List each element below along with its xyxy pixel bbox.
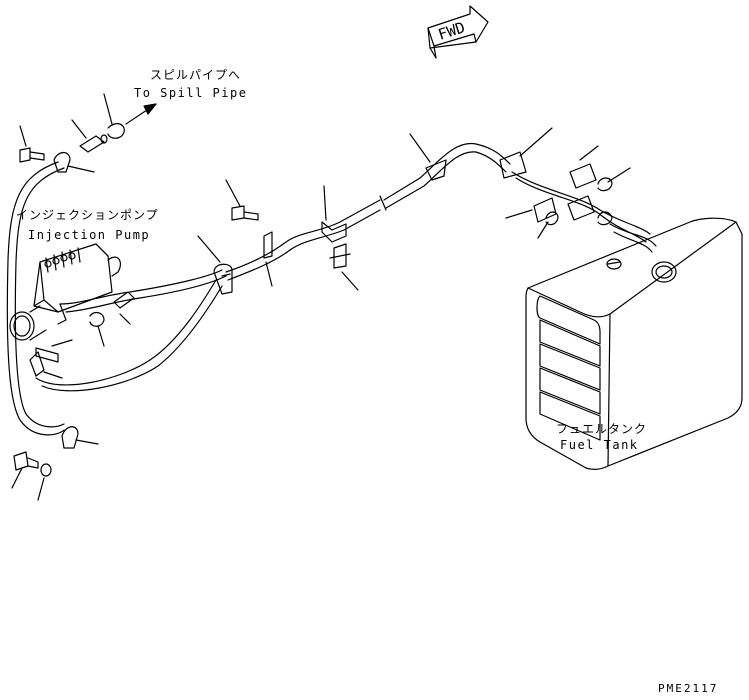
spill-direction-arrow-icon	[125, 103, 157, 125]
injection-pump-body	[9, 243, 135, 379]
fwd-arrow-icon	[427, 5, 489, 59]
drawing-number: PME2117	[658, 682, 719, 695]
upper-left-hose-parts	[19, 93, 125, 173]
feed-pipe	[35, 269, 227, 392]
tank-hose-parts	[499, 127, 657, 253]
spill-pipe-label-en: To Spill Pipe	[134, 86, 248, 100]
center-bracket	[197, 179, 273, 295]
fuel-tank	[525, 217, 743, 470]
fuel-tank-label-jp: フュエルタンク	[556, 422, 648, 436]
main-pipe	[225, 133, 511, 291]
injection-pump-label-jp: インジェクションポンプ	[16, 208, 159, 222]
spill-pipe-label-jp: スピルパイプへ	[150, 68, 242, 82]
injection-pump-label-en: Injection Pump	[28, 228, 151, 242]
fuel-tank-label-en: Fuel Tank	[560, 438, 639, 452]
return-pipe-loop	[6, 161, 99, 501]
